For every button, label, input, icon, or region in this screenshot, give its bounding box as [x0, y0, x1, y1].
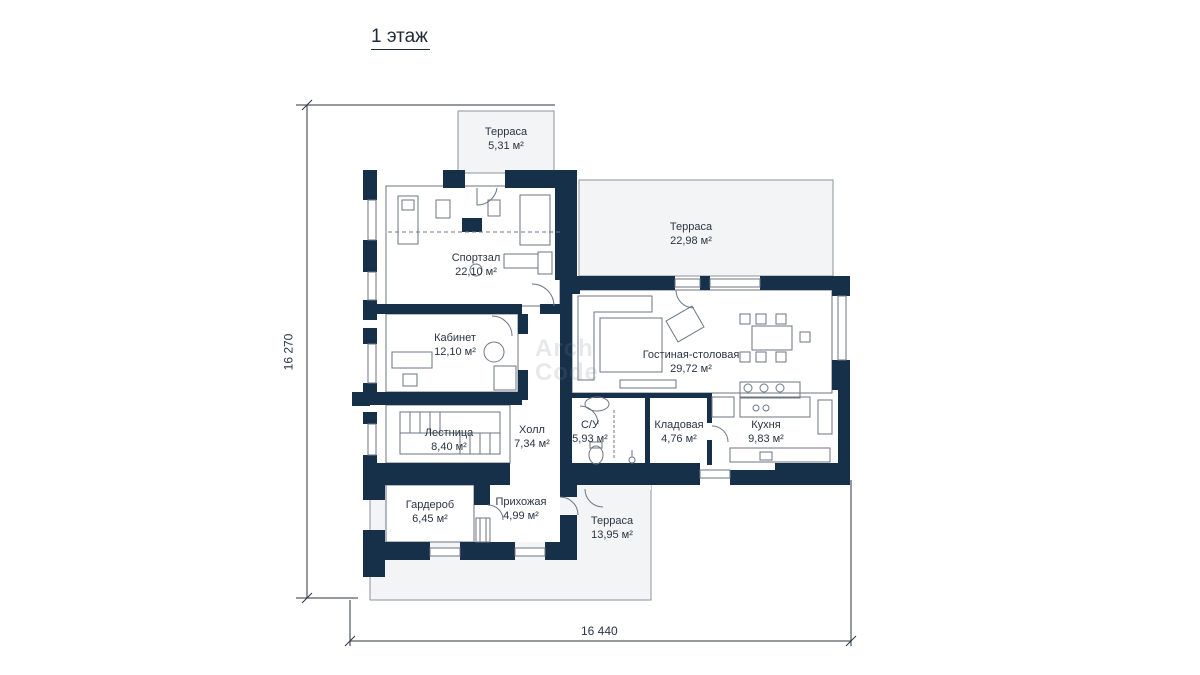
stairs-steps — [399, 411, 501, 455]
walls — [352, 170, 850, 577]
office-floor — [386, 314, 518, 392]
living-furniture — [577, 295, 811, 399]
wc-fixtures — [584, 396, 636, 465]
dimension-width: 16 440 — [581, 624, 618, 638]
kitchen-floor — [712, 393, 832, 463]
kitchen-fixtures — [711, 396, 833, 463]
terrace-top-area — [457, 110, 555, 174]
dimension-height: 16 270 — [281, 333, 296, 371]
living-floor — [572, 290, 832, 393]
wardrobe-racks — [475, 517, 491, 543]
office-furniture — [391, 341, 517, 391]
stairs-floor — [386, 405, 510, 463]
pantry-floor — [650, 397, 707, 463]
hall-floor — [510, 390, 560, 485]
watermark-logo: Arch Code — [535, 335, 599, 386]
wardrobe-floor — [386, 485, 474, 542]
dimension-lines — [296, 99, 857, 647]
gym-floor — [386, 186, 560, 306]
terrace-right-area — [578, 179, 834, 277]
wc-floor — [571, 397, 645, 463]
floor-title: 1 этаж — [371, 26, 430, 50]
gym-equipment — [388, 194, 560, 277]
